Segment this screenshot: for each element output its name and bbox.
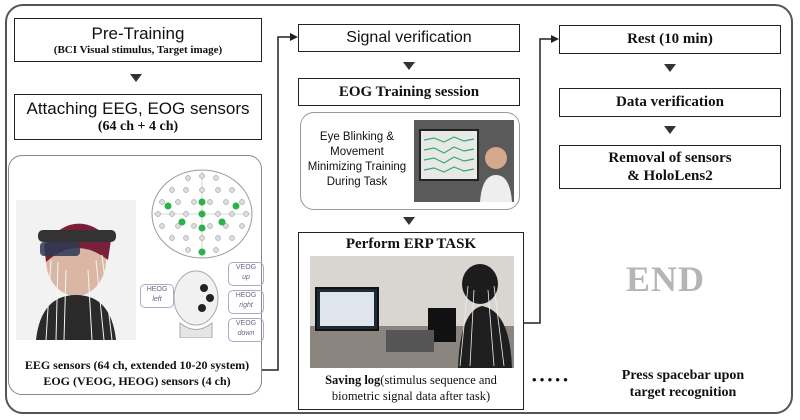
eog-training-label: EOG Training session xyxy=(338,83,480,100)
sensor-caption-line1: EEG sensors (64 ch, extended 10-20 syste… xyxy=(24,358,250,372)
participant-photo xyxy=(16,200,136,340)
arrow-down-2 xyxy=(403,62,415,70)
heog-right-label: HEOG right xyxy=(228,290,264,314)
eog-training-box: EOG Training session xyxy=(298,78,520,106)
saving-log-line1: Saving log(stimulus sequence and xyxy=(325,373,497,387)
arrowhead-rest xyxy=(551,35,559,43)
spacebar-line1: Press spacebar upon xyxy=(621,368,745,383)
arrowhead-signal xyxy=(290,33,298,41)
data-verification-box: Data verification xyxy=(559,88,781,117)
rest-box: Rest (10 min) xyxy=(559,25,781,54)
sensor-caption-line2: EOG (VEOG, HEOG) sensors (4 ch) xyxy=(43,374,231,388)
heog-right-sub: right xyxy=(239,302,253,309)
pretraining-title: Pre-Training xyxy=(91,24,185,43)
spacebar-text: Press spacebar upon target recognition xyxy=(588,367,778,401)
heog-left-sub: left xyxy=(152,296,162,303)
end-label: END xyxy=(626,259,706,299)
arrow-down-1 xyxy=(130,74,142,82)
spacebar-line2: target recognition xyxy=(629,385,737,400)
eog-training-photo xyxy=(414,120,514,202)
removal-line1: Removal of sensors xyxy=(608,150,732,166)
connector-erp-to-rest xyxy=(524,38,553,324)
eye-blink-text: Eye Blinking & Movement Minimizing Train… xyxy=(307,131,407,188)
signal-verification-box: Signal verification xyxy=(298,24,520,52)
veog-up-sub: up xyxy=(242,274,250,281)
data-verification-label: Data verification xyxy=(616,94,724,110)
pretraining-subtitle: (BCI Visual stimulus, Target image) xyxy=(53,44,223,56)
heog-left-label: HEOG left xyxy=(140,284,174,308)
erp-task-photo xyxy=(310,256,514,368)
pretraining-box: Pre-Training (BCI Visual stimulus, Targe… xyxy=(14,18,262,62)
sensor-caption: EEG sensors (64 ch, extended 10-20 syste… xyxy=(12,357,262,389)
attach-title: Attaching EEG, EOG sensors xyxy=(26,99,250,118)
attach-sensors-box: Attaching EEG, EOG sensors (64 ch + 4 ch… xyxy=(14,94,262,140)
eog-head-illustration xyxy=(173,270,219,338)
heog-left-text: HEOG xyxy=(146,286,168,293)
rest-label: Rest (10 min) xyxy=(627,31,713,47)
attach-subtitle: (64 ch + 4 ch) xyxy=(97,119,179,134)
arrow-down-5 xyxy=(664,126,676,134)
veog-up-text: VEOG xyxy=(235,264,257,271)
removal-box: Removal of sensors & HoloLens2 xyxy=(559,145,781,189)
veog-down-sub: down xyxy=(237,330,255,337)
saving-log-line2: biometric signal data after task) xyxy=(331,389,491,403)
erp-task-title: Perform ERP TASK xyxy=(345,236,477,252)
heog-right-text: HEOG xyxy=(235,292,257,299)
arrow-down-3 xyxy=(403,217,415,225)
signal-verification-label: Signal verification xyxy=(346,29,472,46)
veog-up-label: VEOG up xyxy=(228,262,264,286)
removal-line2: & HoloLens2 xyxy=(627,168,713,184)
veog-down-label: VEOG down xyxy=(228,318,264,342)
veog-down-text: VEOG xyxy=(235,320,257,327)
dots: • • • • • xyxy=(532,372,568,387)
arrow-down-4 xyxy=(664,64,676,72)
eeg-electrode-map xyxy=(151,169,253,259)
saving-log-text: Saving log(stimulus sequence and biometr… xyxy=(302,372,520,404)
connector-left-to-signal xyxy=(262,36,292,371)
